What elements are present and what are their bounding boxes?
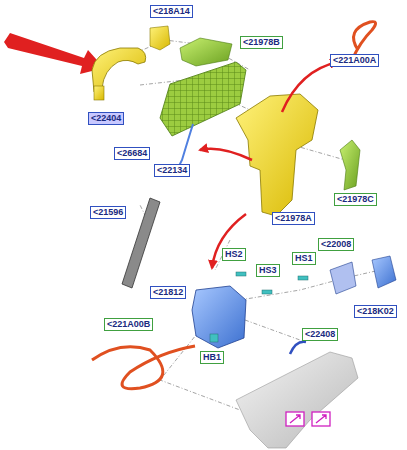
callout-number: HS1 xyxy=(295,253,313,264)
callout-number: <221A00A xyxy=(333,55,376,66)
callout-box: <21812 xyxy=(150,286,186,299)
callout-box: <221A00B xyxy=(104,318,153,331)
callout-box: HS2 xyxy=(222,248,246,261)
callout-number: <21812 xyxy=(153,287,183,298)
callout-box: HS3 xyxy=(256,264,280,277)
callout-number: <221A00B xyxy=(107,319,150,330)
callout-box: <218A14 xyxy=(150,5,193,18)
callout-box: <21978B xyxy=(240,36,283,49)
callout-box: <21978C xyxy=(334,193,377,206)
callout-number: <26684 xyxy=(117,148,147,159)
pointer-arrow xyxy=(4,33,104,74)
callout-number: <22134 xyxy=(157,165,187,176)
callout-number: <21978C xyxy=(337,194,374,205)
callout-box: <218K02 xyxy=(354,305,397,318)
callout-box: <21596 xyxy=(90,206,126,219)
callout-box: <22408 xyxy=(302,328,338,341)
callout-number: HS2 xyxy=(225,249,243,260)
callout-number: <22404 xyxy=(91,113,121,124)
callout-box: <22008 xyxy=(318,238,354,251)
callout-box: <26684 xyxy=(114,147,150,160)
callout-number: HB1 xyxy=(203,352,221,363)
callout-number: <218K02 xyxy=(357,306,394,317)
callout-number: <22008 xyxy=(321,239,351,250)
callout-number: <21978A xyxy=(275,213,312,224)
callout-box: <22134 xyxy=(154,164,190,177)
callout-number: HS3 xyxy=(259,265,277,276)
callout-number: <21596 xyxy=(93,207,123,218)
callout-box: <21978A xyxy=(272,212,315,225)
callout-box: HB1 xyxy=(200,351,224,364)
callout-number: <218A14 xyxy=(153,6,190,17)
callout-number: <21978B xyxy=(243,37,280,48)
callout-box: <22404 xyxy=(88,112,124,125)
callout-box: HS1 xyxy=(292,252,316,265)
callout-number: <22408 xyxy=(305,329,335,340)
callout-box: <221A00A xyxy=(330,54,379,67)
